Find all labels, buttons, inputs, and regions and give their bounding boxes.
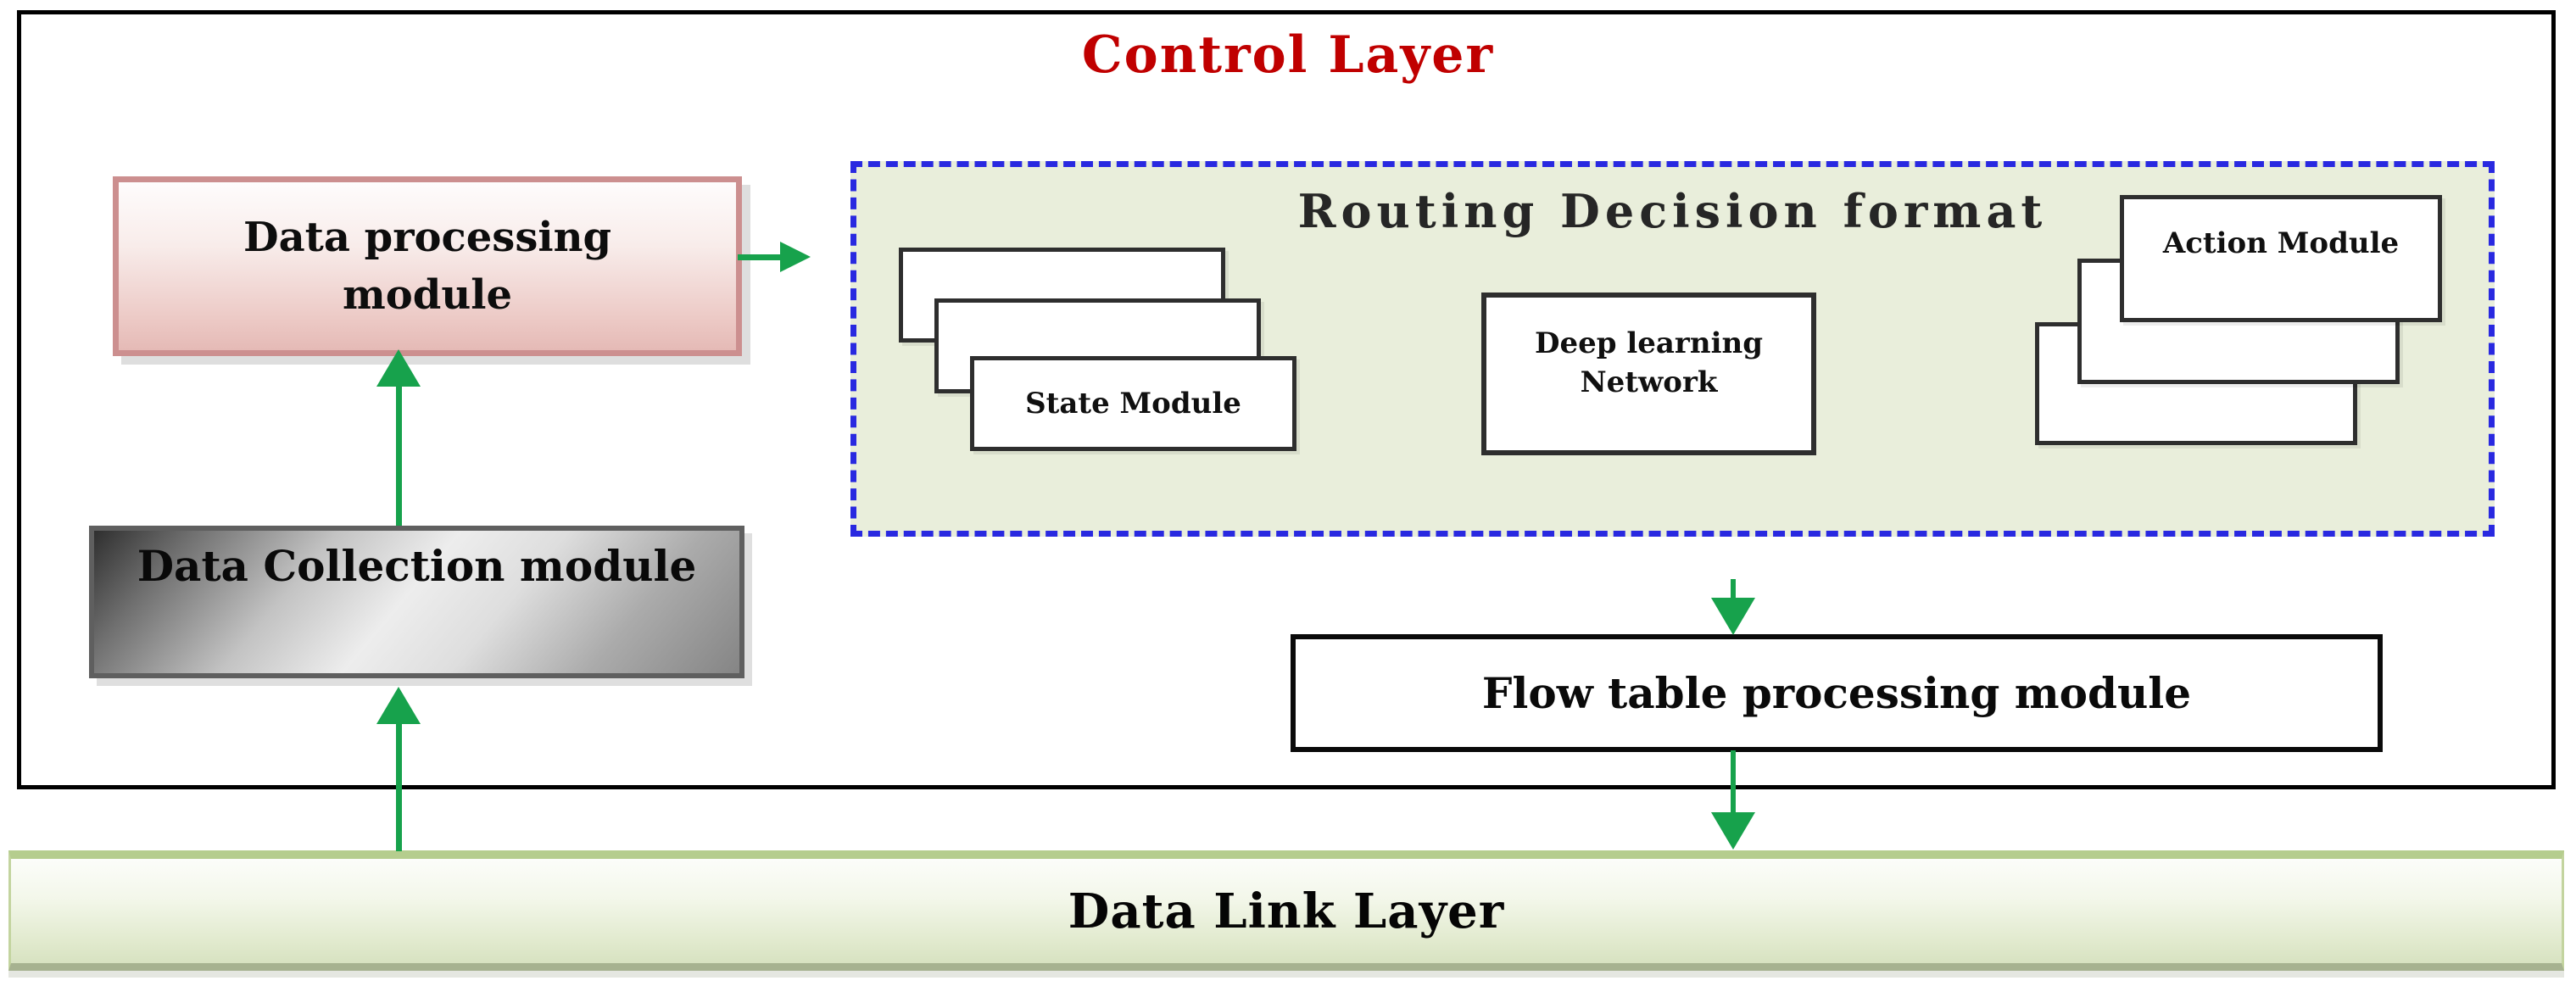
action-module-box: Action Module	[2120, 195, 2442, 322]
arrow-flowtable-to-datalink-line	[1731, 750, 1736, 814]
arrow-processing-to-routing-head	[780, 242, 811, 272]
arrow-collection-to-processing-line	[396, 385, 402, 526]
action-module-label: Action Module	[2162, 226, 2400, 260]
deep-learning-network-box: Deep learning Network	[1481, 293, 1816, 455]
data-collection-module-box: Data Collection module	[89, 526, 744, 678]
data-processing-module-label: Data processing module	[243, 213, 612, 319]
state-module-label: State Module	[1025, 387, 1241, 421]
arrow-flowtable-to-datalink-head	[1711, 812, 1755, 850]
flow-table-processing-module-label: Flow table processing module	[1481, 668, 2192, 718]
arrow-routing-to-flowtable-head	[1711, 598, 1755, 635]
state-module-box: State Module	[970, 356, 1296, 451]
arrow-routing-to-flowtable-line	[1731, 579, 1736, 601]
arrow-datalink-to-collection-line	[396, 722, 402, 851]
data-link-layer-label: Data Link Layer	[1068, 883, 1505, 939]
data-link-layer-bar: Data Link Layer	[8, 850, 2564, 971]
deep-learning-network-label: Deep learning Network	[1535, 326, 1763, 399]
data-processing-module-box: Data processing module	[113, 176, 742, 356]
arrow-processing-to-routing-line	[738, 254, 782, 260]
arrow-collection-to-processing-head	[376, 349, 421, 387]
routing-decision-title: Routing Decision format	[1297, 184, 2048, 238]
data-collection-module-label: Data Collection module	[137, 541, 697, 591]
arrow-datalink-to-collection-head	[376, 687, 421, 724]
flow-table-processing-module-box: Flow table processing module	[1291, 634, 2383, 752]
control-layer-title: Control Layer	[1081, 25, 1495, 85]
